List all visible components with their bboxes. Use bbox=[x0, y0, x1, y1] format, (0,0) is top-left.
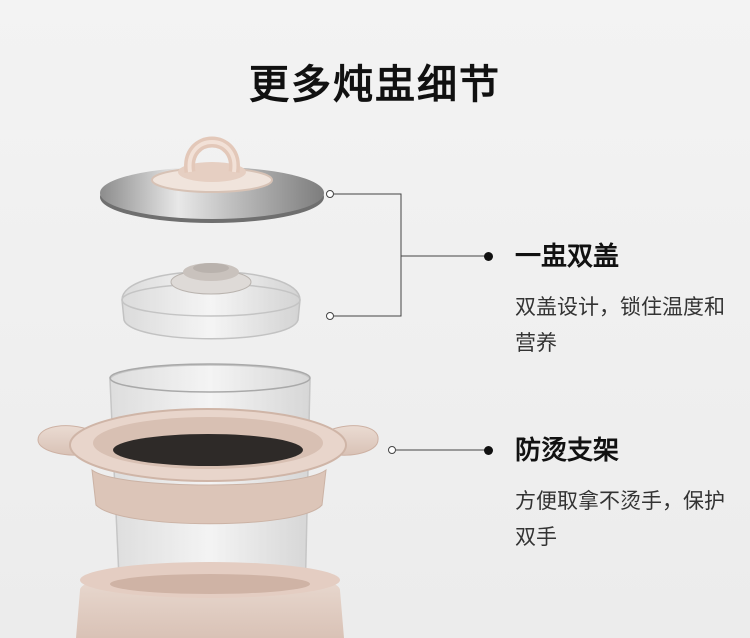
glass-lid bbox=[121, 263, 301, 340]
feature-bullet-2 bbox=[484, 446, 493, 455]
feature-title: 一盅双盖 bbox=[515, 242, 620, 272]
page-title: 更多炖盅细节 bbox=[249, 62, 501, 108]
feature-anti-scald: 防烫支架 方便取拿不烫手，保护双手 bbox=[515, 435, 730, 555]
steel-lid bbox=[100, 136, 324, 223]
feature-bullet-1 bbox=[484, 252, 493, 261]
feature-description: 方便取拿不烫手，保护双手 bbox=[515, 489, 725, 549]
callout-lines bbox=[326, 190, 488, 454]
anti-scald-holder bbox=[37, 408, 379, 525]
pink-base bbox=[76, 562, 344, 638]
feature-description: 双盖设计，锁住温度和营养 bbox=[515, 295, 725, 355]
feature-double-lid: 一盅双盖 双盖设计，锁住温度和营养 bbox=[515, 241, 730, 361]
feature-title: 防烫支架 bbox=[515, 436, 620, 466]
